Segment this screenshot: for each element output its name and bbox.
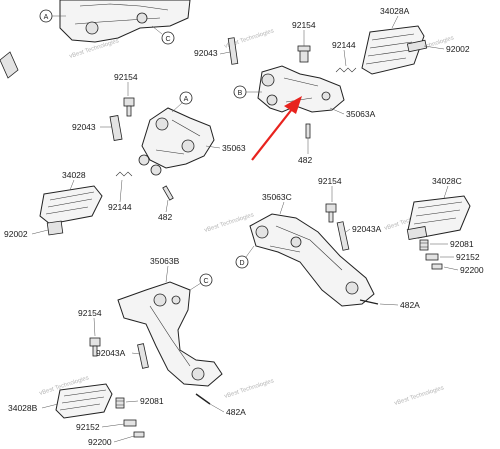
washer-left <box>138 154 162 176</box>
spring-92081-right <box>419 239 429 251</box>
callout-a-left: A <box>171 91 193 113</box>
pin-482-left <box>162 185 174 201</box>
watermark-text: vBest Technologies <box>394 385 445 407</box>
callout-c-bottom: C <box>189 273 213 291</box>
footpeg-34028a <box>361 25 428 75</box>
label-92043a-bottom: 92043A <box>96 348 126 358</box>
label-34028c: 34028C <box>432 176 462 186</box>
label-34028: 34028 <box>62 170 86 180</box>
svg-text:A: A <box>184 96 189 103</box>
label-92081-bottom: 92081 <box>140 396 164 406</box>
bolt-92154-bottom <box>89 337 101 357</box>
label-92144-top: 92144 <box>332 40 356 50</box>
label-92081-right: 92081 <box>450 239 474 249</box>
callout-b: B <box>233 85 262 99</box>
label-92200-bottom: 92200 <box>88 437 112 447</box>
callout-c-top: C <box>151 25 175 45</box>
label-92154-top: 92154 <box>292 20 316 30</box>
bolt-92154-top <box>297 45 311 63</box>
label-92002-top: 92002 <box>446 44 470 54</box>
label-92002-left: 92002 <box>4 229 28 239</box>
label-35063a: 35063A <box>346 109 376 119</box>
bracket-35063c <box>249 213 375 307</box>
annotation-arrow <box>251 96 302 161</box>
footpeg-34028b <box>55 383 113 419</box>
footpeg-34028 <box>39 185 103 236</box>
bracket-35063 <box>141 107 215 169</box>
spring-92144-top <box>335 67 357 73</box>
label-92152-right: 92152 <box>456 252 480 262</box>
label-35063: 35063 <box>222 143 246 153</box>
pin-92200-bottom <box>133 431 145 438</box>
label-92152-bottom: 92152 <box>76 422 100 432</box>
svg-text:A: A <box>44 14 49 21</box>
label-482-left: 482 <box>158 212 172 222</box>
watermark-text: vBest Technologies <box>204 212 255 234</box>
label-92144-left: 92144 <box>108 202 132 212</box>
label-34028a: 34028A <box>380 6 410 16</box>
label-482a-right: 482A <box>400 300 420 310</box>
label-34028b: 34028B <box>8 403 38 413</box>
pin-92200-right <box>431 263 443 270</box>
spring-92144-left <box>115 171 133 177</box>
pin-482a-bottom <box>195 393 211 405</box>
svg-text:D: D <box>239 260 244 267</box>
pin-92152-bottom <box>123 419 137 427</box>
label-92154-left: 92154 <box>114 72 138 82</box>
label-92154-bottom: 92154 <box>78 308 102 318</box>
footpeg-34028c <box>406 195 471 240</box>
label-92043-top: 92043 <box>194 48 218 58</box>
label-92200-right: 92200 <box>460 265 484 275</box>
frame-fragment-top <box>0 0 191 79</box>
callout-a-top: A <box>39 9 66 23</box>
bolt-92154-right <box>325 203 337 223</box>
svg-text:C: C <box>203 278 208 285</box>
bracket-35063a <box>257 65 345 113</box>
pin-92043a-right <box>336 221 350 251</box>
pin-482a-right <box>359 299 379 305</box>
pin-92152-right <box>425 253 439 261</box>
spring-92081-bottom <box>115 397 125 409</box>
bolt-92154-left <box>123 97 135 117</box>
svg-text:C: C <box>165 36 170 43</box>
svg-text:B: B <box>238 90 243 97</box>
pin-482-top <box>305 123 311 139</box>
label-92154-right: 92154 <box>318 176 342 186</box>
label-482-top: 482 <box>298 155 312 165</box>
label-35063b: 35063B <box>150 256 180 266</box>
pin-92043a-bottom <box>137 343 149 369</box>
bracket-35063b <box>117 281 223 387</box>
label-92043-left: 92043 <box>72 122 96 132</box>
watermark-text: vBest Technologies <box>224 378 275 400</box>
pin-92043-left <box>109 115 123 141</box>
pin-92043-top <box>227 37 239 65</box>
callout-d: D <box>235 245 255 269</box>
label-92043a-right: 92043A <box>352 224 382 234</box>
label-35063c: 35063C <box>262 192 292 202</box>
label-482a-bottom: 482A <box>226 407 246 417</box>
